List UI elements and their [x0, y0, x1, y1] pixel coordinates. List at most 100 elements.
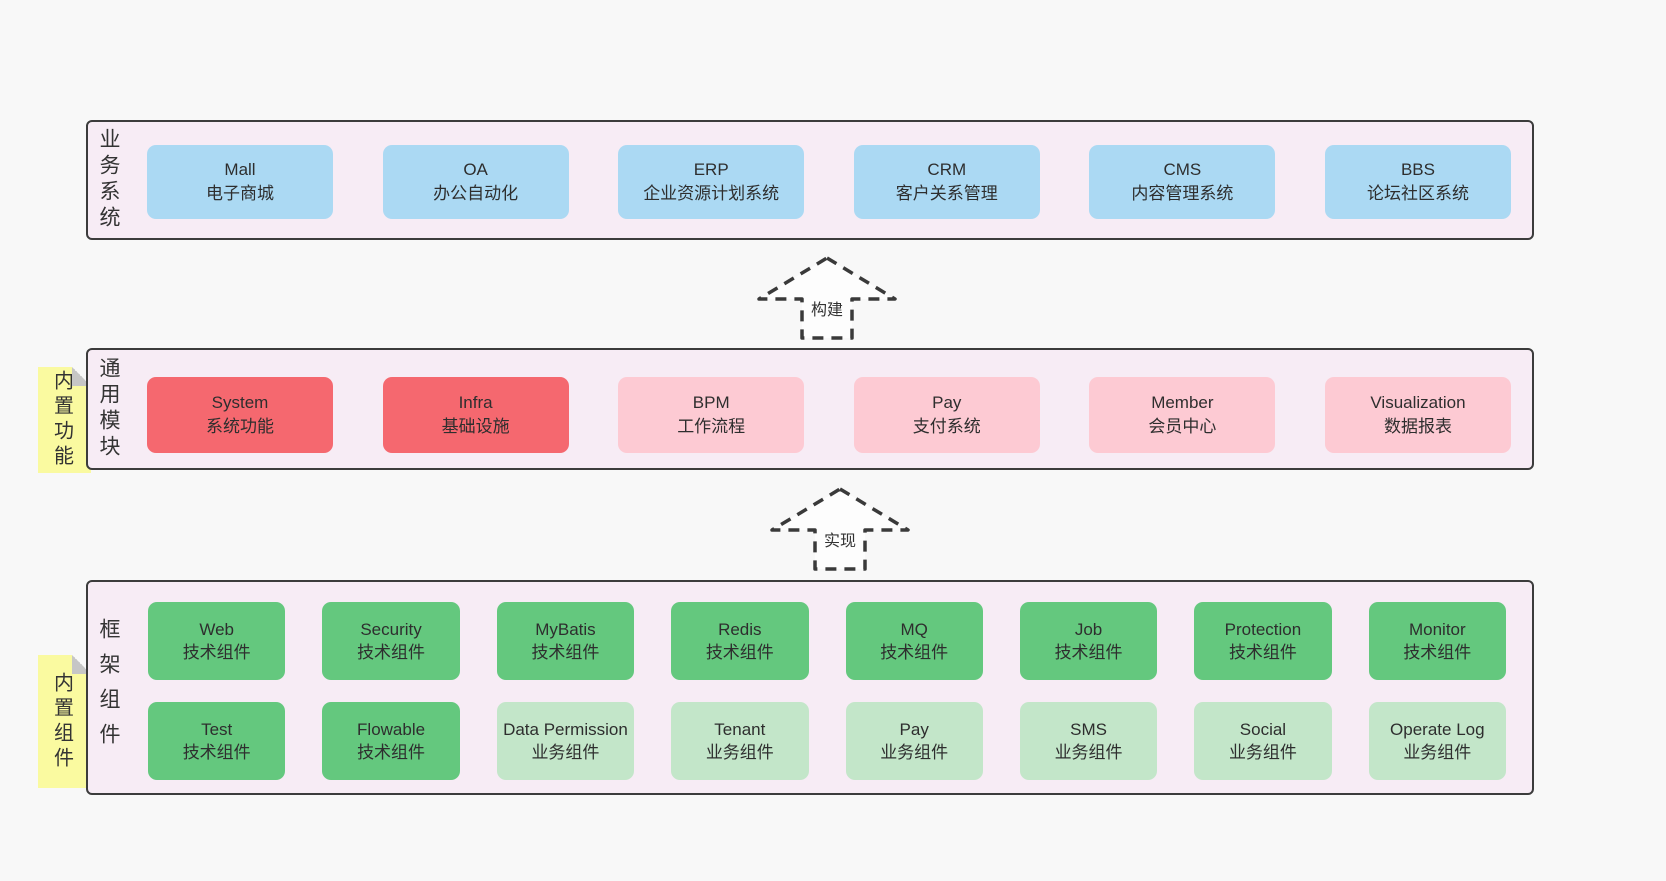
box-subtitle: 支付系统	[912, 417, 981, 436]
box-subtitle: 企业资源计划系统	[643, 184, 780, 203]
box-mybatis: MyBatis 技术组件	[496, 602, 635, 680]
box-title: OA	[463, 160, 488, 179]
box-title: Infra	[458, 393, 493, 412]
box-data-permission: Data Permission 业务组件	[496, 702, 635, 780]
box-subtitle: 内容管理系统	[1131, 184, 1234, 203]
box-bpm: BPM 工作流程	[618, 377, 805, 453]
box-test: Test 技术组件	[148, 702, 286, 780]
box-subtitle: 工作流程	[677, 417, 746, 436]
box-cms: CMS 内容管理系统	[1089, 145, 1276, 219]
box-title: Mall	[224, 160, 256, 179]
box-title: MQ	[900, 620, 928, 639]
box-subtitle: 业务组件	[705, 743, 774, 762]
box-pay-component: Pay 业务组件	[845, 702, 983, 780]
box-title: Job	[1074, 620, 1103, 639]
box-sms: SMS 业务组件	[1019, 702, 1158, 780]
box-crm: CRM 客户关系管理	[853, 145, 1040, 219]
box-social: Social 业务组件	[1194, 702, 1332, 780]
components-row-2: Test 技术组件 Flowable 技术组件 Data Permission …	[148, 702, 1506, 780]
box-title: Redis	[718, 620, 762, 639]
box-subtitle: 基础设施	[441, 417, 510, 436]
sticky-note-text: 内置组件	[50, 671, 73, 772]
common-modules-label: 通用模块	[97, 357, 120, 461]
box-title: Protection	[1224, 620, 1302, 639]
box-title: Flowable	[357, 720, 426, 739]
box-subtitle: 业务组件	[1403, 743, 1472, 762]
box-subtitle: 技术组件	[880, 643, 949, 662]
business-systems-section: 业务系统 Mall 电子商城 OA 办公自动化 ERP 企业资源计划系统 CRM…	[86, 120, 1534, 240]
box-title: Pay	[932, 393, 962, 412]
box-title: BBS	[1400, 160, 1435, 179]
box-subtitle: 技术组件	[182, 743, 251, 762]
box-subtitle: 技术组件	[1403, 643, 1472, 662]
box-title: Pay	[899, 720, 929, 739]
business-systems-label: 业务系统	[97, 128, 120, 232]
box-redis: Redis 技术组件	[671, 602, 809, 680]
box-protection: Protection 技术组件	[1194, 602, 1332, 680]
box-subtitle: 会员中心	[1148, 417, 1217, 436]
box-title: BPM	[692, 393, 730, 412]
box-title: CMS	[1163, 160, 1202, 179]
box-subtitle: 业务组件	[880, 743, 949, 762]
box-web: Web 技术组件	[148, 602, 286, 680]
box-subtitle: 技术组件	[705, 643, 774, 662]
framework-components-label: 框架组件	[97, 617, 120, 758]
box-subtitle: 业务组件	[531, 743, 600, 762]
box-subtitle: 技术组件	[357, 743, 426, 762]
box-title: Social	[1239, 720, 1287, 739]
framework-components-section: 框架组件 Web 技术组件 Security 技术组件 MyBatis 技术组件…	[86, 580, 1534, 795]
box-title: Monitor	[1408, 620, 1466, 639]
box-subtitle: 客户关系管理	[895, 184, 998, 203]
box-title: Security	[360, 620, 422, 639]
common-modules-row: System 系统功能 Infra 基础设施 BPM 工作流程 Pay 支付系统…	[147, 377, 1511, 453]
business-systems-row: Mall 电子商城 OA 办公自动化 ERP 企业资源计划系统 CRM 客户关系…	[147, 145, 1511, 219]
box-title: CRM	[927, 160, 967, 179]
box-subtitle: 业务组件	[1054, 743, 1123, 762]
box-title: Operate Log	[1390, 720, 1485, 739]
box-member: Member 会员中心	[1089, 377, 1276, 453]
box-title: MyBatis	[535, 620, 596, 639]
box-tenant: Tenant 业务组件	[671, 702, 809, 780]
box-system: System 系统功能	[147, 377, 333, 453]
box-subtitle: 业务组件	[1228, 743, 1297, 762]
box-title: Tenant	[714, 720, 766, 739]
sticky-note-builtin-features: 内置功能	[38, 367, 91, 473]
box-title: SMS	[1070, 720, 1107, 739]
box-subtitle: 电子商城	[206, 184, 274, 203]
box-operate-log: Operate Log 业务组件	[1368, 702, 1506, 780]
box-subtitle: 技术组件	[531, 643, 600, 662]
box-subtitle: 技术组件	[1054, 643, 1123, 662]
box-subtitle: 技术组件	[1228, 643, 1297, 662]
common-modules-section: 通用模块 System 系统功能 Infra 基础设施 BPM 工作流程 Pay…	[86, 348, 1534, 470]
box-subtitle: 办公自动化	[433, 184, 519, 203]
box-oa: OA 办公自动化	[382, 145, 569, 219]
box-subtitle: 技术组件	[182, 643, 251, 662]
box-job: Job 技术组件	[1019, 602, 1158, 680]
implement-arrow-icon: 实现	[768, 486, 912, 572]
box-bbs: BBS 论坛社区系统	[1324, 145, 1511, 219]
box-visualization: Visualization 数据报表	[1324, 377, 1511, 453]
box-subtitle: 技术组件	[357, 643, 426, 662]
sticky-note-builtin-components: 内置组件	[38, 655, 91, 788]
box-pay-system: Pay 支付系统	[853, 377, 1040, 453]
sticky-note-text: 内置功能	[50, 370, 73, 470]
box-title: System	[211, 393, 269, 412]
box-title: Web	[199, 620, 235, 639]
box-title: Data Permission	[503, 720, 628, 739]
box-mall: Mall 电子商城	[147, 145, 333, 219]
box-erp: ERP 企业资源计划系统	[618, 145, 805, 219]
implement-arrow-label: 实现	[821, 527, 859, 551]
box-title: Test	[201, 720, 233, 739]
box-subtitle: 系统功能	[206, 417, 274, 436]
box-subtitle: 论坛社区系统	[1366, 184, 1469, 203]
box-title: Visualization	[1370, 393, 1466, 412]
build-arrow-icon: 构建	[755, 255, 899, 341]
box-title: ERP	[693, 160, 729, 179]
box-monitor: Monitor 技术组件	[1368, 602, 1506, 680]
box-title: Member	[1151, 393, 1214, 412]
box-flowable: Flowable 技术组件	[322, 702, 460, 780]
box-subtitle: 数据报表	[1383, 417, 1452, 436]
box-security: Security 技术组件	[322, 602, 460, 680]
build-arrow-label: 构建	[808, 296, 846, 320]
